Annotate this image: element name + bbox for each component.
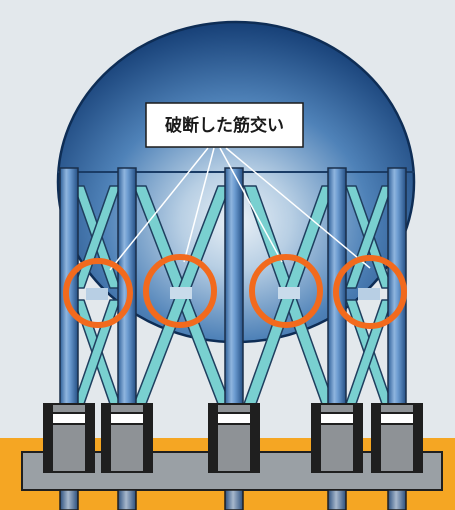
fracture-gap <box>278 287 300 299</box>
callout-label: 破断した筋交い <box>165 115 284 136</box>
column-base <box>311 403 363 473</box>
callout: 破断した筋交い <box>145 102 304 148</box>
fracture-gap <box>86 288 108 300</box>
circle-marker-icon <box>143 254 217 328</box>
column-bases <box>43 403 423 473</box>
fracture-gap <box>170 287 192 299</box>
fracture-gap <box>358 288 380 300</box>
column-base <box>43 403 95 473</box>
circle-marker-icon <box>333 255 407 329</box>
column-base <box>208 403 260 473</box>
column <box>224 167 244 413</box>
column-base <box>101 403 153 473</box>
callout-box <box>145 102 304 148</box>
circle-marker-icon <box>63 258 133 328</box>
fracture-markers <box>63 254 407 329</box>
fracture-gaps <box>86 287 380 300</box>
leader-lines <box>109 147 371 271</box>
circle-marker-icon <box>249 254 323 328</box>
lower-legs <box>59 489 407 510</box>
column-base <box>371 403 423 473</box>
